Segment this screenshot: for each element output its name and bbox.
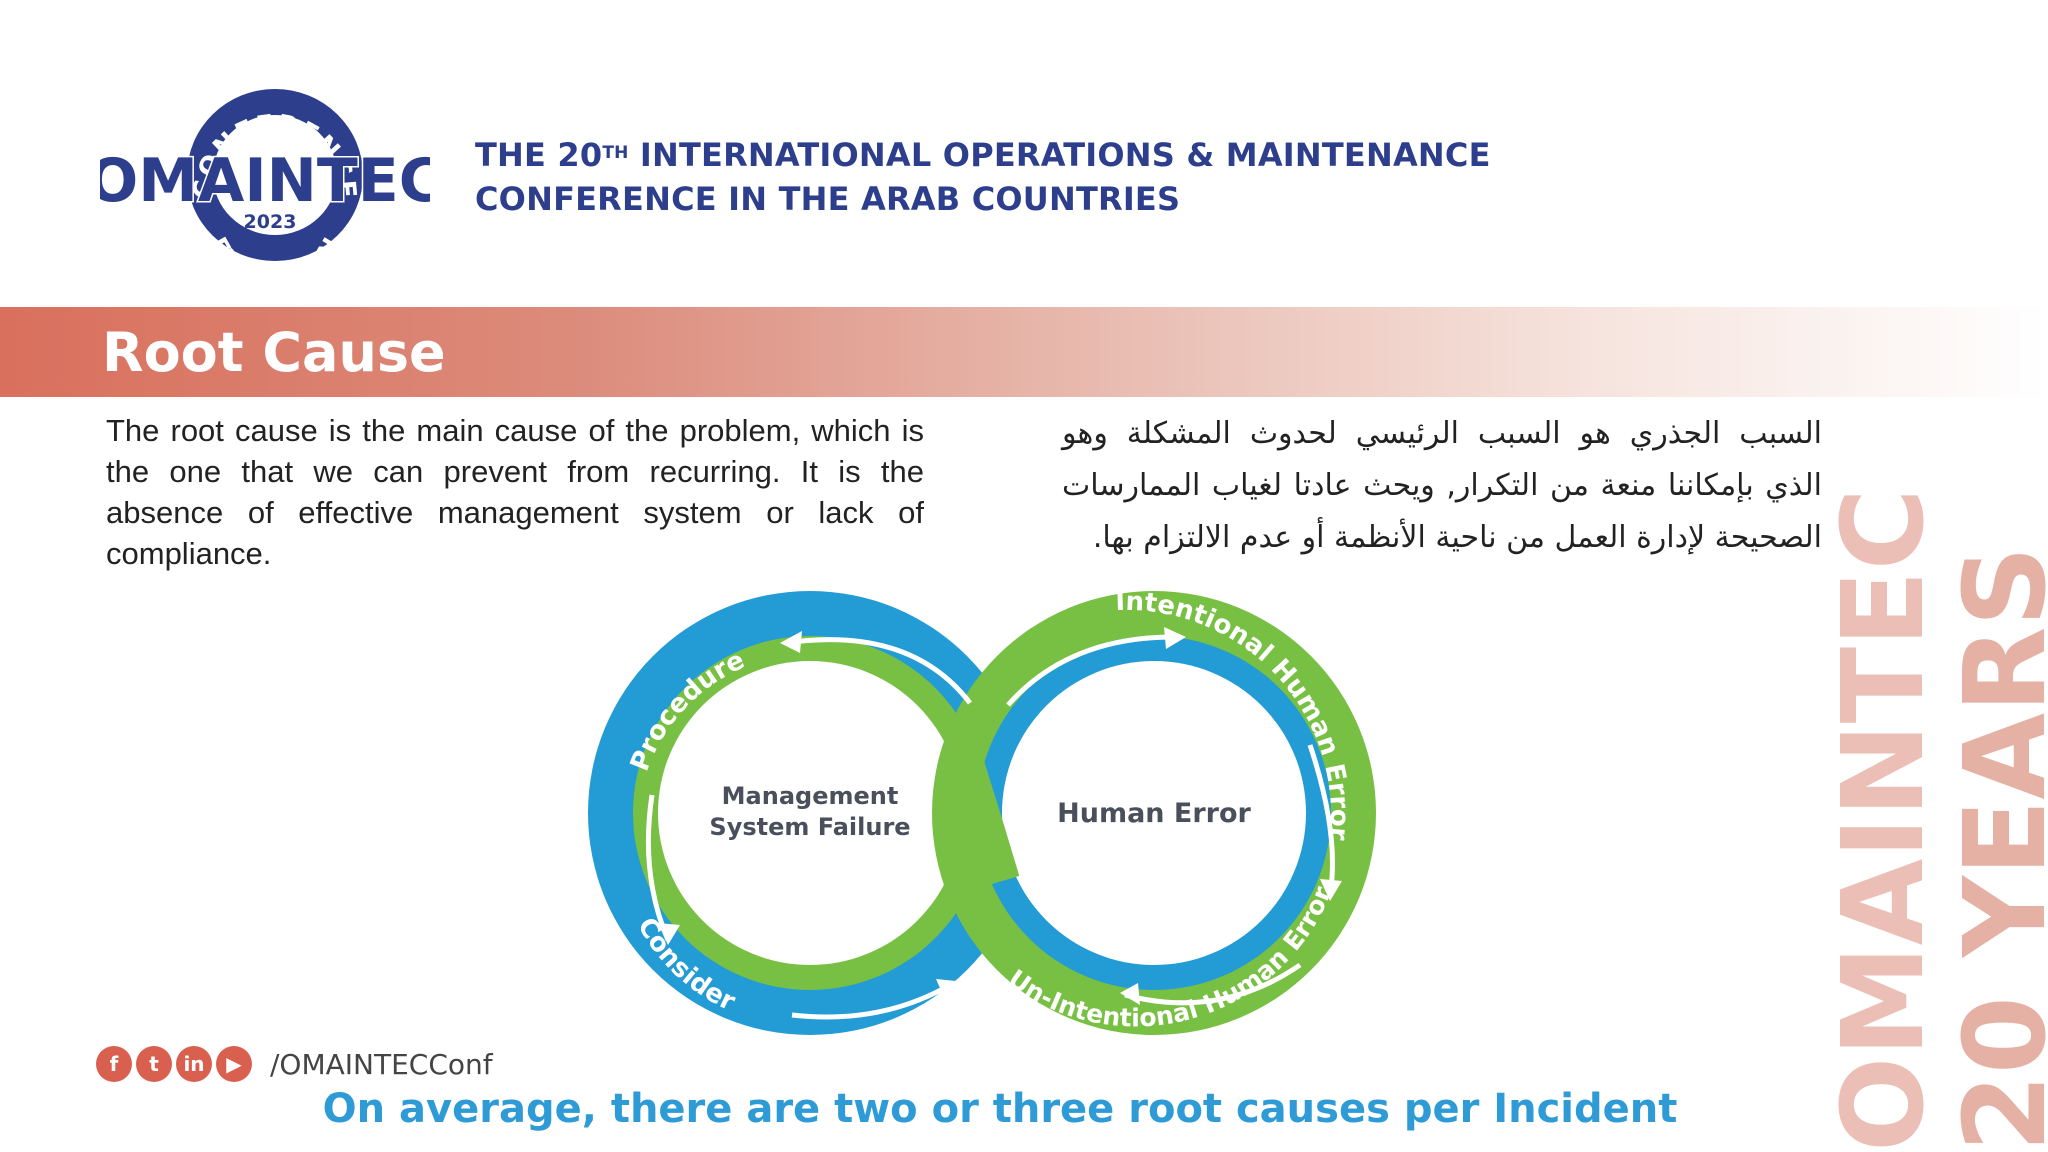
conference-title-line1: THE 20TH INTERNATIONAL OPERATIONS & MAIN…: [475, 136, 1491, 174]
facebook-icon[interactable]: f: [96, 1046, 132, 1082]
section-banner: [0, 307, 2048, 397]
right-center-label: Human Error: [1057, 798, 1251, 829]
section-title: Root Cause: [102, 321, 446, 384]
left-center-line1: Management: [722, 782, 899, 810]
arabic-paragraph: السبب الجذري هو السبب الرئيسي لحدوث المش…: [1062, 416, 1822, 555]
side-watermark-line2: 20 YEARS: [1941, 546, 2048, 1152]
left-center-line2: System Failure: [709, 813, 910, 841]
english-paragraph: The root cause is the main cause of the …: [106, 413, 924, 571]
root-cause-diagram: Procedure Consider Intentional Human Err…: [588, 587, 1376, 1035]
logo-year: 2023: [244, 211, 297, 233]
social-handle[interactable]: /OMAINTECConf: [270, 1047, 493, 1081]
linkedin-icon[interactable]: in: [176, 1046, 212, 1082]
youtube-icon[interactable]: ▶: [216, 1046, 252, 1082]
logo-name: OMAINTEC: [100, 146, 430, 216]
side-watermark-line1: OMAINTEC: [1838, 488, 1949, 1152]
conference-title: THE 20TH INTERNATIONAL OPERATIONS & MAIN…: [475, 133, 1575, 221]
side-watermark: OMAINTEC 20 YEARS: [1838, 488, 2048, 1152]
omaintec-logo: CONFERENCE EXHIBITION OMAINTEC 2023: [100, 89, 430, 263]
twitter-icon[interactable]: t: [136, 1046, 172, 1082]
footer-note: On average, there are two or three root …: [322, 1086, 1678, 1132]
conference-title-line2: CONFERENCE IN THE ARAB COUNTRIES: [475, 180, 1181, 218]
social-links: f t in ▶ /OMAINTECConf: [96, 1044, 493, 1084]
